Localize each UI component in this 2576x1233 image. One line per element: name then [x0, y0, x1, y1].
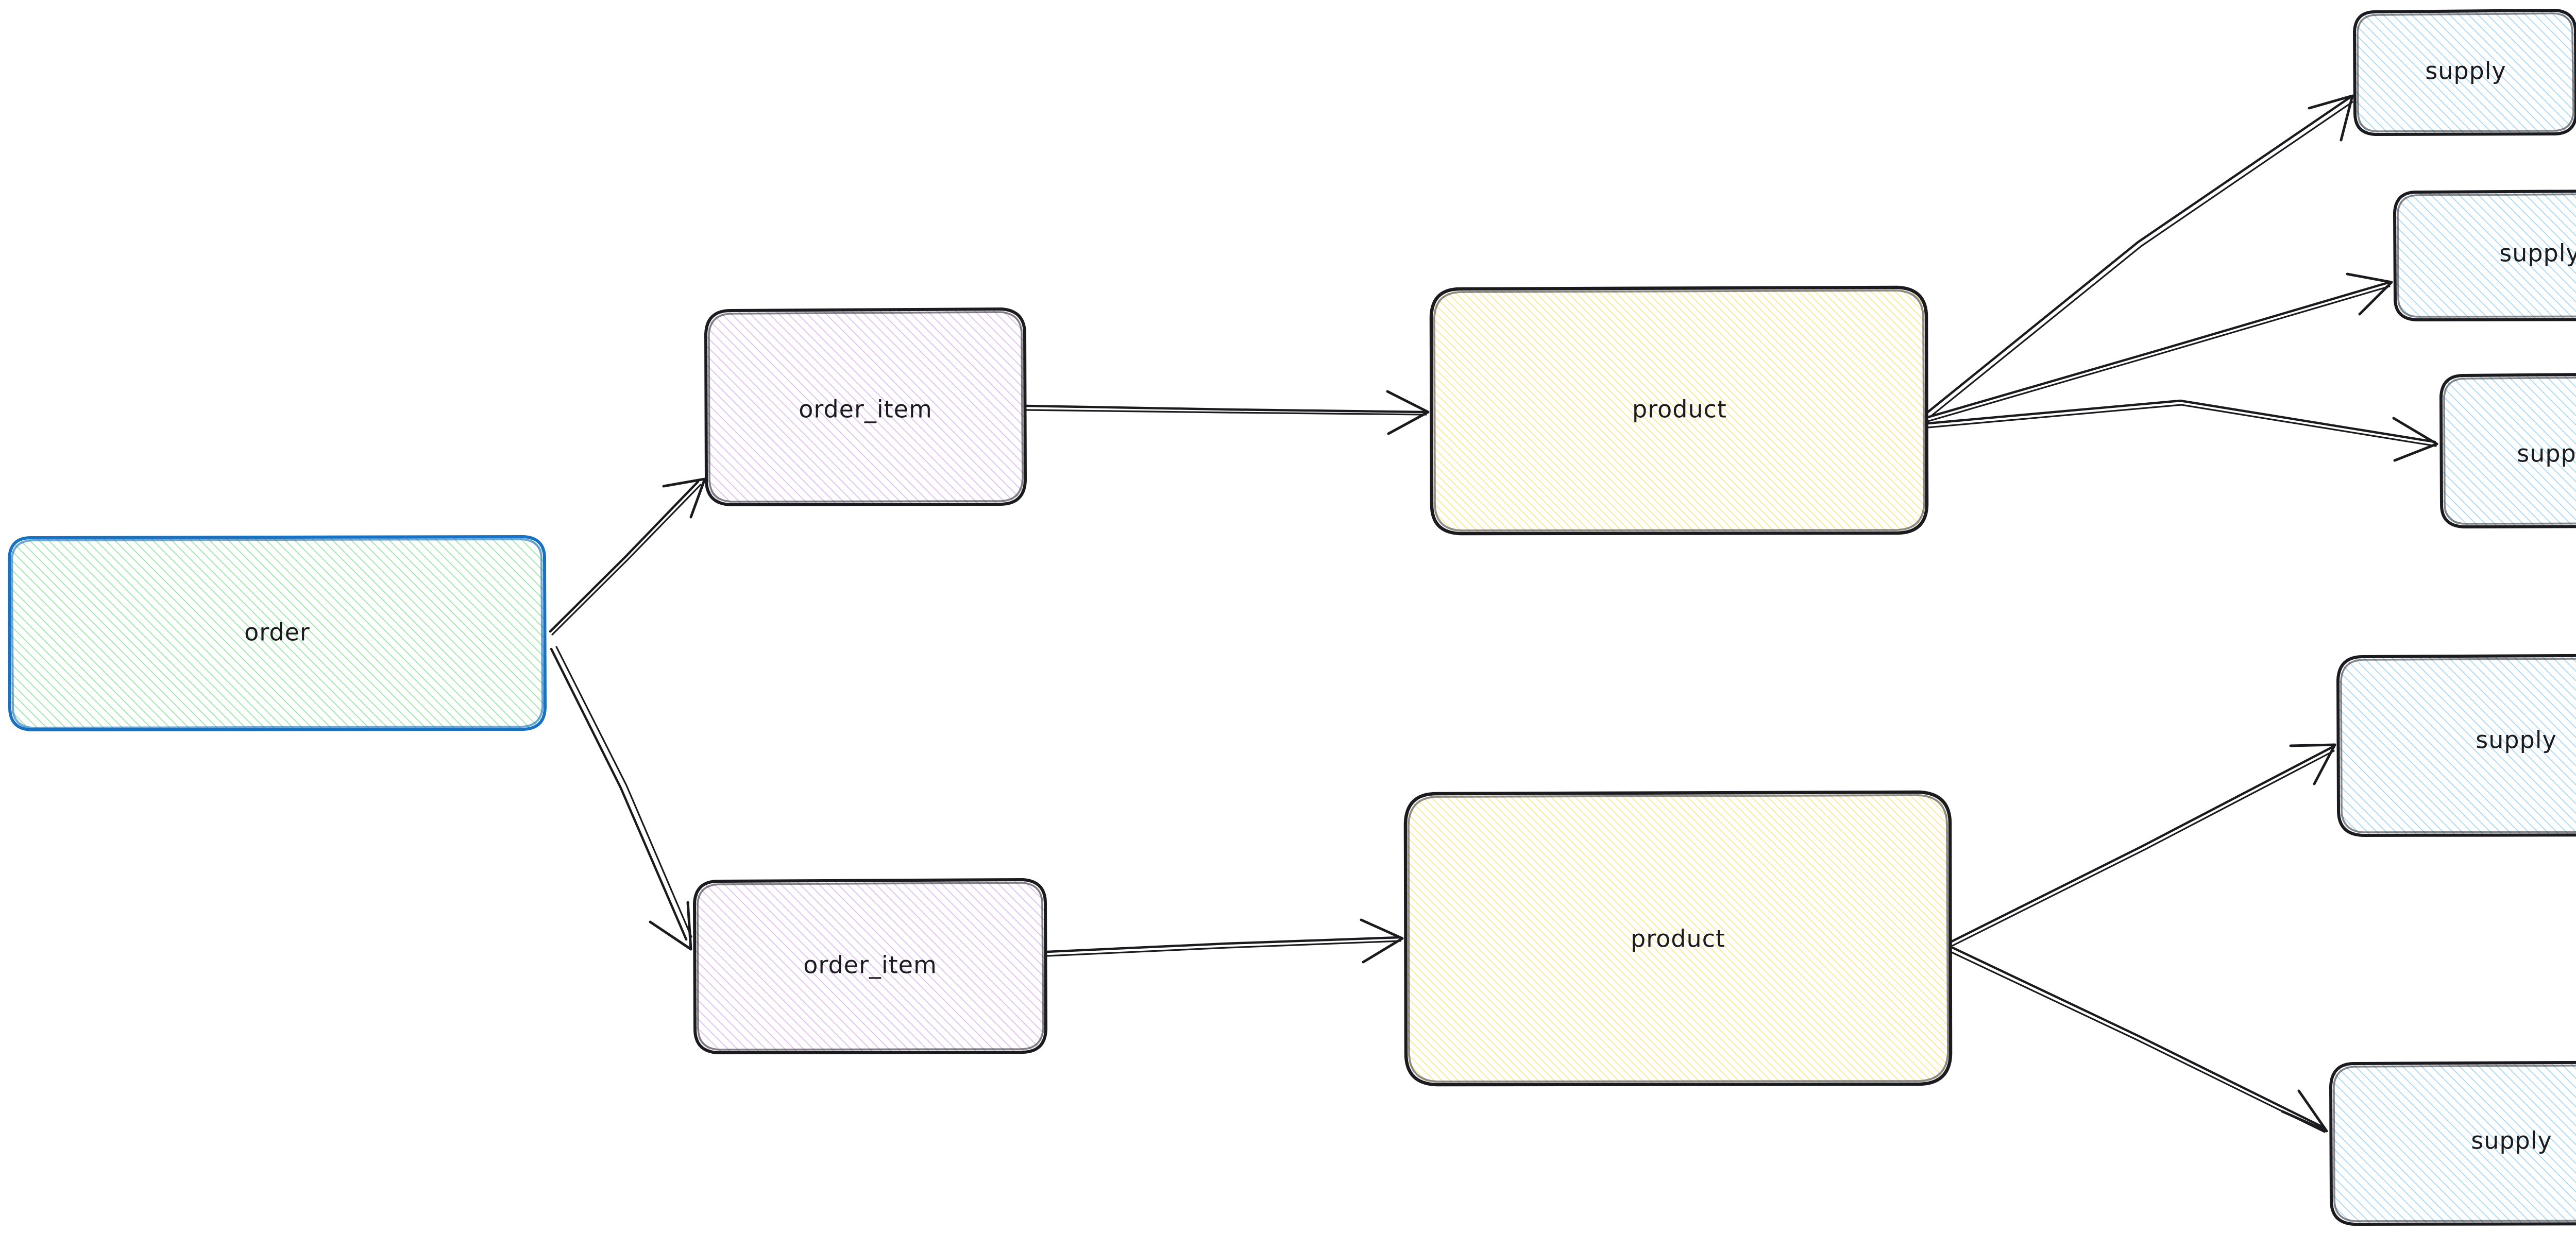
node-supply-4[interactable]: supply — [2336, 654, 2576, 837]
node-supply-3[interactable]: supply — [2439, 373, 2576, 528]
node-product-top[interactable]: product — [1429, 285, 1929, 536]
node-supply-2-label: supply — [2499, 239, 2576, 267]
node-supply-1[interactable]: supply — [2353, 9, 2576, 136]
nodes-layer: order order_item order_item p — [8, 9, 2576, 1226]
edge-product_bottom-to-supply_4[interactable] — [1950, 743, 2336, 947]
edge-product_top-to-supply_1[interactable] — [1926, 94, 2354, 417]
edge-order-to-order_item_top[interactable] — [549, 477, 706, 636]
node-order_item-bottom-label: order_item — [803, 951, 937, 979]
node-supply-5[interactable]: supply — [2329, 1060, 2576, 1226]
edges-layer — [549, 94, 2438, 1133]
edge-order-to-order_item_bottom[interactable] — [550, 646, 692, 951]
edge-product_top-to-supply_2[interactable] — [1926, 272, 2393, 422]
node-supply-3-label: supply — [2517, 440, 2576, 468]
node-supply-2[interactable]: supply — [2393, 190, 2576, 321]
node-order_item-top-label: order_item — [799, 396, 933, 423]
edge-order_item_bottom-to-product_bottom[interactable] — [1045, 918, 1404, 964]
node-supply-5-label: supply — [2471, 1127, 2552, 1155]
node-product-bottom[interactable]: product — [1403, 790, 1953, 1087]
edge-product_bottom-to-supply_5[interactable] — [1950, 946, 2328, 1133]
edge-order_item_top-to-product_top[interactable] — [1025, 390, 1430, 435]
node-supply-1-label: supply — [2425, 57, 2506, 85]
node-order_item-top[interactable]: order_item — [704, 307, 1027, 506]
node-product-bottom-label: product — [1631, 925, 1725, 953]
node-supply-4-label: supply — [2476, 726, 2557, 754]
node-product-top-label: product — [1632, 396, 1727, 423]
node-order[interactable]: order — [8, 535, 547, 731]
node-order-label: order — [244, 619, 310, 646]
edge-product_top-to-supply_3[interactable] — [1926, 399, 2438, 462]
node-order_item-bottom[interactable]: order_item — [693, 878, 1047, 1054]
